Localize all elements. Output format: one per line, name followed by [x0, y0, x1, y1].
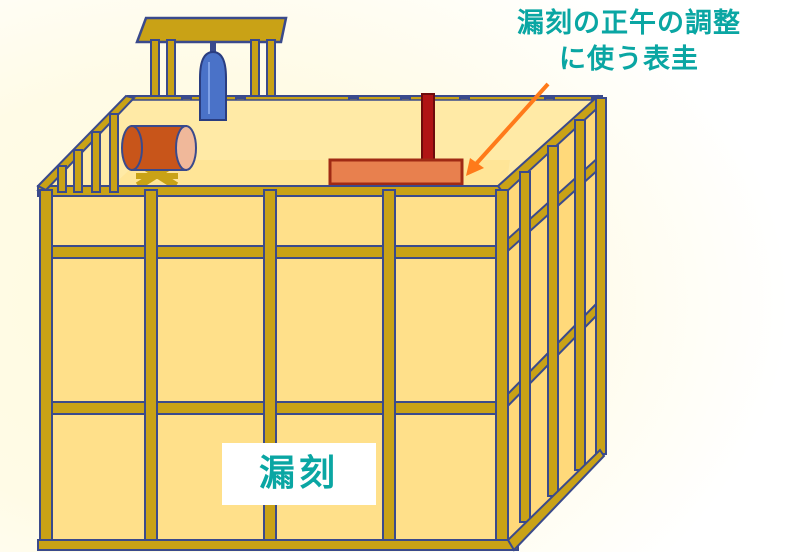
bell-icon: [199, 42, 227, 121]
annotation-line-1: 漏刻の正午の調整: [517, 8, 741, 39]
arrow-icon: [466, 82, 550, 176]
annotation-line-2: に使う表圭: [559, 44, 699, 75]
gnomon-icon: [328, 93, 464, 186]
water-clock-label: 漏刻: [222, 443, 376, 505]
gnomon-annotation: 漏刻の正午の調整 に使う表圭: [470, 6, 788, 78]
drum-icon: [121, 125, 197, 190]
front-frame: [36, 94, 607, 552]
